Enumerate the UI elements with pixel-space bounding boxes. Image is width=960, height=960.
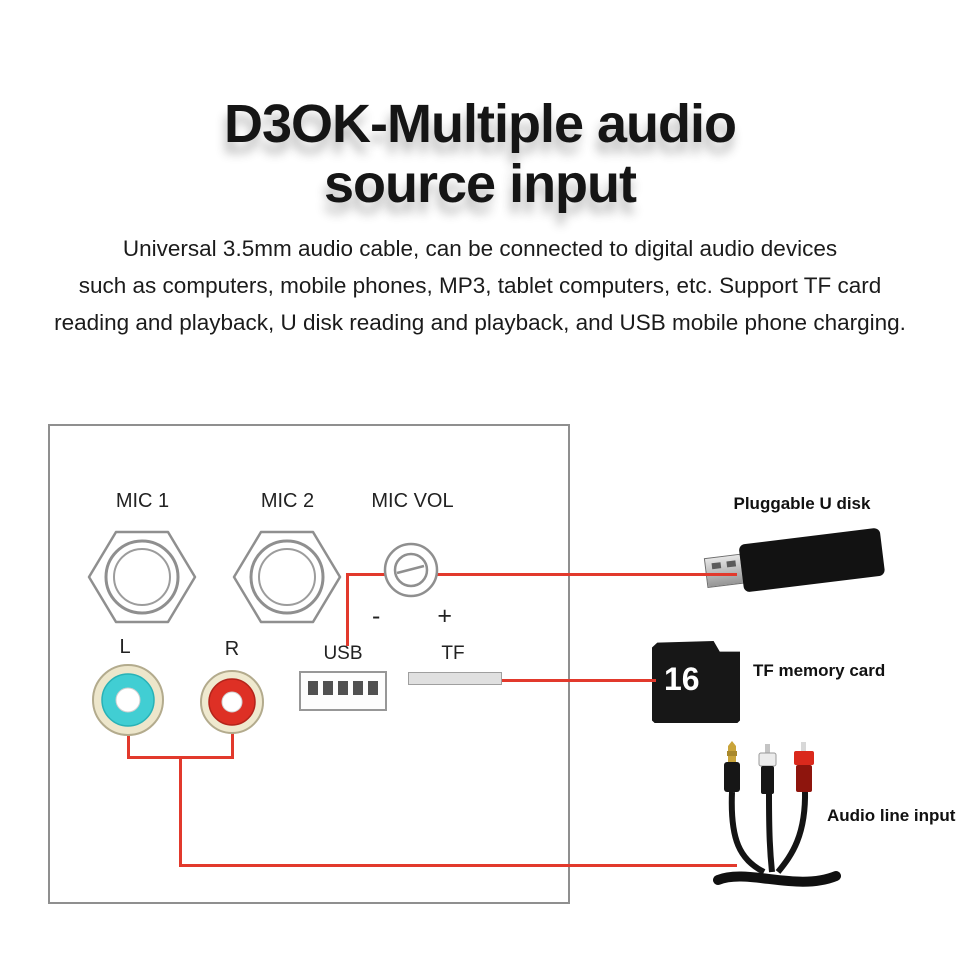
usb-pin xyxy=(323,681,333,695)
mic2-label: MIC 2 xyxy=(260,490,315,512)
plus-sign: + xyxy=(437,602,452,630)
usb-label: USB xyxy=(323,643,363,664)
usb-connector-slot xyxy=(726,560,737,568)
title-line-1: D3OK-Multiple audio xyxy=(224,94,737,154)
mic1-jack-icon xyxy=(87,530,197,624)
audio-line-label: Audio line input xyxy=(827,806,956,825)
tf-card-label: TF memory card xyxy=(753,661,886,680)
usb-vertical-line xyxy=(346,573,349,646)
tf-slot-icon xyxy=(408,672,502,685)
right-jack-line xyxy=(231,732,234,759)
usb-pin xyxy=(338,681,348,695)
minus-sign: - xyxy=(372,602,381,630)
usb-connector-slot xyxy=(711,562,722,570)
audio-to-cable-line xyxy=(179,864,737,867)
audio-vertical-line xyxy=(179,756,182,867)
tf-label: TF xyxy=(441,643,465,664)
mic2-jack-icon xyxy=(232,530,342,624)
title-line-2: source input xyxy=(323,154,637,214)
volume-range: - + xyxy=(372,602,452,631)
mic1-label: MIC 1 xyxy=(115,490,170,512)
usb-pin xyxy=(353,681,363,695)
usb-to-udisk-line xyxy=(346,573,737,576)
mic-vol-knob-icon xyxy=(383,542,439,598)
left-channel-label: L xyxy=(119,636,131,658)
usb-pin xyxy=(308,681,318,695)
description-line-2: such as computers, mobile phones, MP3, t… xyxy=(78,273,882,298)
description: Universal 3.5mm audio cable, can be conn… xyxy=(0,230,960,341)
usb-connector-icon xyxy=(703,553,745,588)
right-rca-jack-icon xyxy=(200,670,264,734)
audio-cable-icon xyxy=(713,741,841,887)
device-panel xyxy=(48,424,570,904)
description-line-3: reading and playback, U disk reading and… xyxy=(54,310,906,335)
left-jack-line xyxy=(127,734,130,759)
usb-pin xyxy=(368,681,378,695)
tf-to-card-line xyxy=(502,679,656,682)
usb-port-icon xyxy=(299,671,387,711)
u-disk-label: Pluggable U disk xyxy=(733,494,871,513)
tf-card-capacity: 16 xyxy=(664,661,700,697)
usb-drive-body xyxy=(738,527,886,593)
tf-memory-card: 16 xyxy=(652,641,740,723)
usb-flash-drive xyxy=(699,515,892,609)
description-line-1: Universal 3.5mm audio cable, can be conn… xyxy=(122,236,838,261)
right-channel-label: R xyxy=(224,638,240,660)
mic-vol-label: MIC VOL xyxy=(371,490,454,512)
left-rca-jack-icon xyxy=(92,664,164,736)
page-title: D3OK-Multiple audio source input xyxy=(0,94,960,214)
